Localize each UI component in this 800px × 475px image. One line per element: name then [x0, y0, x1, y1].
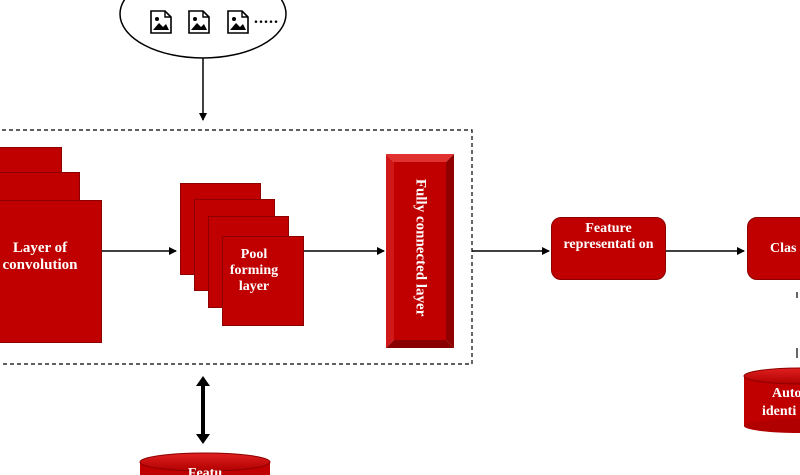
- auto-identification-label-line1: Auto: [772, 386, 800, 401]
- arrowhead-up: [196, 376, 210, 386]
- pool-layer-sheet-front: [222, 236, 304, 326]
- auto-identification-cylinder: [743, 367, 800, 433]
- input-images-ellipsis: .....: [254, 10, 279, 27]
- feature-representation-box: [551, 217, 666, 280]
- pool-layer-label: Pool forming layer: [229, 247, 279, 295]
- feature-db-label: Featu: [187, 466, 223, 475]
- feature-db-cylinder: [139, 452, 271, 475]
- image-file-icon: [188, 10, 210, 34]
- conv-layer-label: Layer of convolution: [2, 240, 78, 274]
- auto-identification-label-line2: identi: [762, 404, 797, 419]
- fc-layer-bevel: [386, 154, 454, 348]
- cnn-dashed-frame: [0, 129, 473, 365]
- arrowhead-down: [196, 434, 210, 444]
- feature-representation-label: Feature representati on: [563, 221, 654, 253]
- conv-layer-sheet-front: [0, 200, 102, 343]
- image-file-icon: [150, 10, 172, 34]
- classifier-box: [747, 217, 800, 280]
- classifier-label: Clas: [770, 241, 797, 256]
- fc-layer-label: Fully connected layer: [412, 178, 429, 317]
- fc-layer-block: [394, 162, 446, 340]
- image-file-icon: [227, 10, 249, 34]
